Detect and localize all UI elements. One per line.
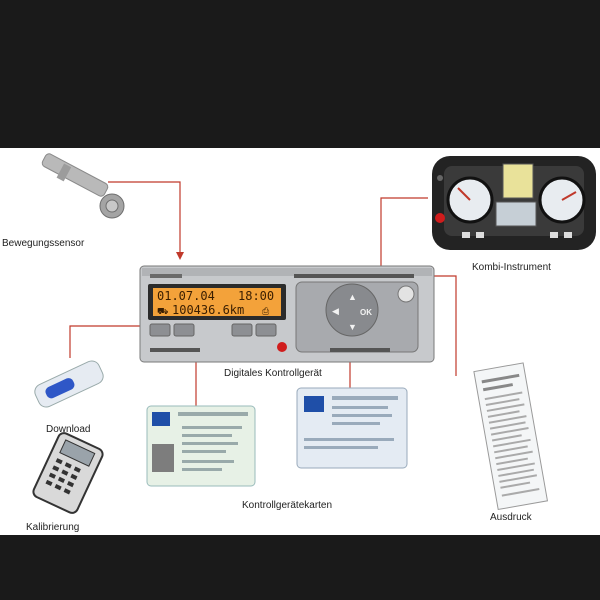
label-kalibrierung: Kalibrierung xyxy=(26,522,80,533)
download-key-image xyxy=(34,360,104,408)
label-bewegungssensor: Bewegungssensor xyxy=(2,238,85,249)
dpad[interactable]: ▲ ▼ ◀ xyxy=(332,292,357,332)
lcd-truck-icon: ⛟ xyxy=(157,306,168,316)
button-2[interactable] xyxy=(173,323,195,337)
driver-card-image xyxy=(146,405,256,487)
lcd-time: 18:00 xyxy=(238,289,274,303)
label-kombi-instrument: Kombi-Instrument xyxy=(472,262,551,273)
calibration-device-image xyxy=(32,432,104,514)
lcd-date: 01.07.04 xyxy=(157,289,215,303)
button-3[interactable] xyxy=(231,323,253,337)
diagram-graphics: 01.07.04 18:00 ⛟ 100436.6km ⎙ ▲ ▼ ◀ OK xyxy=(32,153,596,514)
status-led xyxy=(277,342,287,352)
line-sensor-device xyxy=(108,181,181,256)
motion-sensor-image xyxy=(41,153,125,219)
lcd-print-icon: ⎙ xyxy=(262,306,270,316)
ok-button[interactable]: OK xyxy=(360,308,372,317)
label-digitales-kontrollgeraet: Digitales Kontrollgerät xyxy=(224,368,322,379)
line-kombi-device xyxy=(380,197,428,268)
arrow-sensor xyxy=(176,252,184,260)
label-ausdruck: Ausdruck xyxy=(490,512,532,523)
button-1[interactable] xyxy=(149,323,171,337)
instrument-cluster-image xyxy=(432,156,596,250)
company-card-image xyxy=(296,387,408,469)
label-kontrollgeraetekarten: Kontrollgerätekarten xyxy=(242,500,333,511)
printout-image xyxy=(473,362,549,511)
button-4[interactable] xyxy=(255,323,277,337)
diagram-canvas: 01.07.04 18:00 ⛟ 100436.6km ⎙ ▲ ▼ ◀ OK xyxy=(0,148,600,535)
arrow-up-icon[interactable]: ▲ xyxy=(348,292,357,302)
device-buttons xyxy=(149,323,277,337)
arrow-down-icon[interactable]: ▼ xyxy=(348,322,357,332)
arrow-left-icon[interactable]: ◀ xyxy=(332,306,339,316)
lcd-odometer: 100436.6km xyxy=(172,303,244,317)
line-download-device xyxy=(69,325,150,358)
label-download: Download xyxy=(46,424,91,435)
tachograph-device xyxy=(139,265,435,363)
